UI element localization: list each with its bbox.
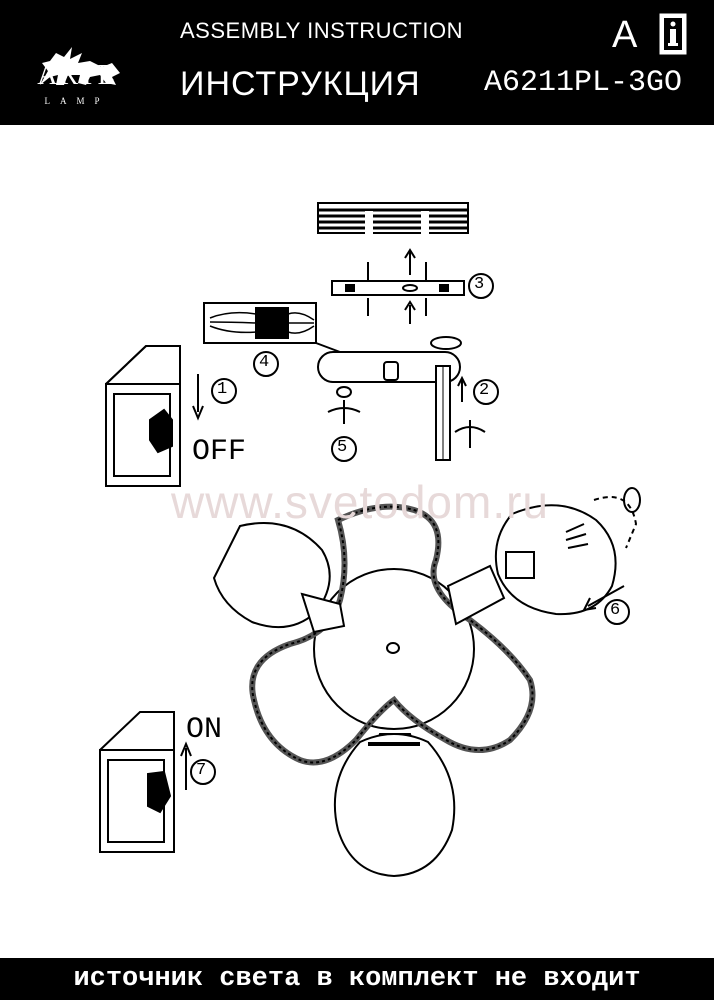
assembly-title: ASSEMBLY INSTRUCTION xyxy=(180,18,464,43)
step-1-label: 1 xyxy=(217,380,228,399)
header-bar: ARTE LAMP ASSEMBLY INSTRUCTION ИНСТРУКЦИ… xyxy=(0,0,714,125)
fixture-body xyxy=(249,503,536,766)
info-book-icon xyxy=(659,13,687,55)
ceiling-block xyxy=(317,202,469,235)
step-7-label: 7 xyxy=(196,761,207,780)
griffin-logo-icon xyxy=(40,47,120,85)
switch-off-icon xyxy=(105,345,204,487)
step-3-label: 3 xyxy=(474,275,485,294)
step-7-badge xyxy=(190,759,216,785)
step-5-badge xyxy=(331,436,357,462)
label-on: ON xyxy=(186,713,223,747)
label-off: OFF xyxy=(192,435,247,469)
instruction-title-ru: ИНСТРУКЦИЯ xyxy=(180,65,421,103)
footer-bar: источник света в комплект не входит xyxy=(0,958,714,1000)
step-2-label: 2 xyxy=(479,381,490,400)
shade-bottom xyxy=(333,733,456,878)
step-5-label: 5 xyxy=(337,438,348,457)
brand-name: ARTE xyxy=(37,60,117,91)
brand-sub: LAMP xyxy=(44,96,110,106)
step-4-badge xyxy=(253,351,279,377)
assembly-diagram xyxy=(99,202,641,878)
shade-right xyxy=(446,487,641,626)
switch-on-icon xyxy=(99,711,192,853)
model-code: A6211PL-3GO xyxy=(484,66,683,100)
mounting-bracket xyxy=(331,248,465,324)
canopy xyxy=(317,336,462,424)
rod xyxy=(435,365,486,461)
footer-note: источник света в комплект не входит xyxy=(73,964,641,994)
step-6-label: 6 xyxy=(610,601,621,620)
language-letter: A xyxy=(612,14,638,56)
watermark: www.svetodom.ru xyxy=(170,476,549,528)
shade-left xyxy=(212,522,346,634)
step-3-badge xyxy=(468,273,494,299)
step-4-label: 4 xyxy=(259,353,270,372)
terminal-block xyxy=(203,302,341,353)
step-2-badge xyxy=(473,379,499,405)
step-1-badge xyxy=(211,378,237,404)
step-6-badge xyxy=(604,599,630,625)
